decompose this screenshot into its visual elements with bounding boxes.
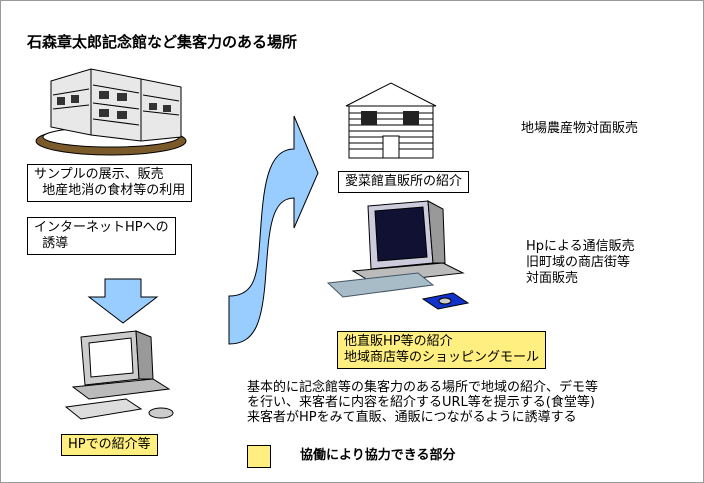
text-line: 来客者がHPをみて直販、通販につながるように誘導する	[247, 410, 577, 425]
mail-order-text: Hpによる通信販売旧町域の商店街等対面販売	[526, 239, 635, 287]
internet-guide-box: インターネットHPへの 誘導	[27, 217, 176, 255]
desktop-computer-icon	[326, 200, 470, 310]
box-line: インターネットHPへの	[34, 220, 169, 235]
museum-building-icon	[35, 68, 187, 156]
text-line: を行い、来客者に内容を紹介するURL等を提示する(食堂等)	[247, 395, 595, 410]
down-arrow-icon	[87, 278, 159, 324]
box-line: 地域商店等のショッピングモール	[344, 350, 540, 365]
local-produce-text: 地場農産物対面販売	[521, 121, 639, 136]
shop-building-icon	[345, 82, 437, 159]
curved-up-arrow-icon	[228, 115, 319, 345]
box-line: サンプルの展示、販売	[34, 167, 164, 182]
legend-swatch	[247, 445, 271, 468]
computer-icon	[64, 330, 174, 420]
text-line: 対面販売	[526, 271, 579, 286]
shopping-mall-box: 他直販HP等の紹介地域商店等のショッピングモール	[337, 331, 547, 369]
exhibit-sales-box: サンプルの展示、販売 地産地消の食材等の利用	[27, 164, 193, 202]
description-text: 基本的に記念館等の集客力のある場所で地域の紹介、デモ等を行い、来客者に内容を紹介…	[247, 380, 598, 425]
box-line: 地産地消の食材等の利用	[34, 183, 186, 198]
legend-label: 協働により協力できる部分	[300, 448, 456, 463]
box-line: 誘導	[34, 236, 69, 251]
box-line: 他直販HP等の紹介	[344, 334, 453, 349]
aisaikan-intro-box: 愛菜館直販所の紹介	[338, 171, 470, 193]
text-line: 旧町域の商店街等	[526, 255, 631, 270]
text-line: Hpによる通信販売	[526, 239, 635, 254]
page-title: 石森章太郎記念館など集客力のある場所	[27, 33, 298, 51]
hp-intro-box: HPでの紹介等	[61, 434, 158, 456]
text-line: 基本的に記念館等の集客力のある場所で地域の紹介、デモ等	[247, 380, 599, 395]
